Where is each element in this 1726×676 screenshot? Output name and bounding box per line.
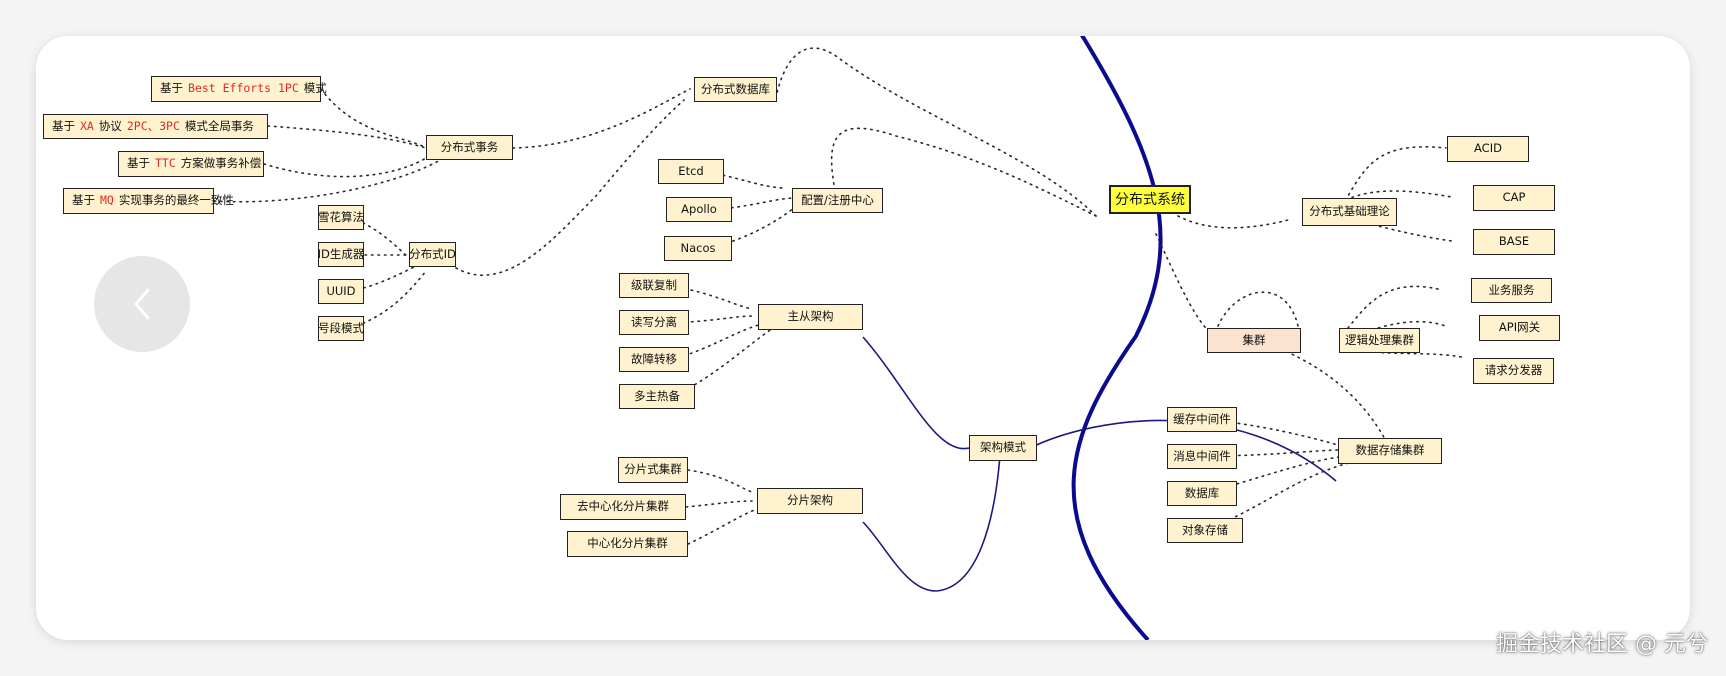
storage-item-mq: 消息中间件 <box>1167 444 1237 469</box>
logic-cluster-node: 逻辑处理集群 <box>1339 328 1420 353</box>
id-item-generator: ID生成器 <box>318 242 364 267</box>
theory-item-cap: CAP <box>1473 185 1555 211</box>
architecture-mode-node: 架构模式 <box>969 435 1037 461</box>
transaction-item-1pc: 基于 Best Efforts 1PC 模式 <box>151 76 327 102</box>
watermark: 掘金技术社区 @ 元兮 <box>1496 632 1708 657</box>
distributed-id-node: 分布式ID <box>409 242 456 267</box>
id-item-segment: 号段模式 <box>318 316 364 341</box>
storage-cluster-node: 数据存储集群 <box>1338 438 1442 464</box>
id-item-uuid: UUID <box>318 279 364 304</box>
theory-item-base: BASE <box>1473 229 1555 255</box>
chevron-left-icon <box>134 288 150 320</box>
storage-item-database: 数据库 <box>1167 481 1237 506</box>
transaction-item-xa: 基于 XA 协议 2PC、3PC 模式全局事务 <box>43 114 268 139</box>
shard-item-decentralized: 去中心化分片集群 <box>560 494 686 520</box>
distributed-db-node: 分布式数据库 <box>694 77 777 102</box>
logic-item-business: 业务服务 <box>1471 278 1552 303</box>
distributed-transaction-node: 分布式事务 <box>426 135 513 160</box>
storage-item-object: 对象存储 <box>1167 518 1243 543</box>
ms-item-cascade: 级联复制 <box>619 273 689 298</box>
cluster-node: 集群 <box>1207 328 1301 353</box>
storage-item-cache: 缓存中间件 <box>1167 407 1237 432</box>
ms-item-multi-master: 多主热备 <box>619 384 695 409</box>
transaction-item-mq: 基于 MQ 实现事务的最终一致性 <box>63 188 234 214</box>
theory-item-acid: ACID <box>1447 136 1529 162</box>
connector-lines <box>213 36 1467 640</box>
ms-item-rw-split: 读写分离 <box>619 310 689 335</box>
config-item-etcd: Etcd <box>658 159 724 184</box>
ms-item-failover: 故障转移 <box>619 347 689 372</box>
transaction-item-ttc: 基于 TTC 方案做事务补偿 <box>118 151 264 177</box>
config-item-apollo: Apollo <box>666 197 732 222</box>
config-center-node: 配置/注册中心 <box>792 188 883 213</box>
theory-node: 分布式基础理论 <box>1302 198 1397 226</box>
root-node: 分布式系统 <box>1109 185 1191 214</box>
id-item-snowflake: 雪花算法 <box>318 205 364 230</box>
shard-item-sharded: 分片式集群 <box>618 457 688 483</box>
sharding-node: 分片架构 <box>757 488 863 514</box>
mindmap-card: 基于 Best Efforts 1PC 模式 基于 XA 协议 2PC、3PC … <box>36 36 1690 640</box>
config-item-nacos: Nacos <box>664 236 732 261</box>
shard-item-centralized: 中心化分片集群 <box>567 531 688 557</box>
logic-item-dispatcher: 请求分发器 <box>1473 358 1554 384</box>
master-slave-node: 主从架构 <box>758 304 863 330</box>
prev-slide-button[interactable] <box>94 256 190 352</box>
logic-item-api-gateway: API网关 <box>1479 315 1560 341</box>
